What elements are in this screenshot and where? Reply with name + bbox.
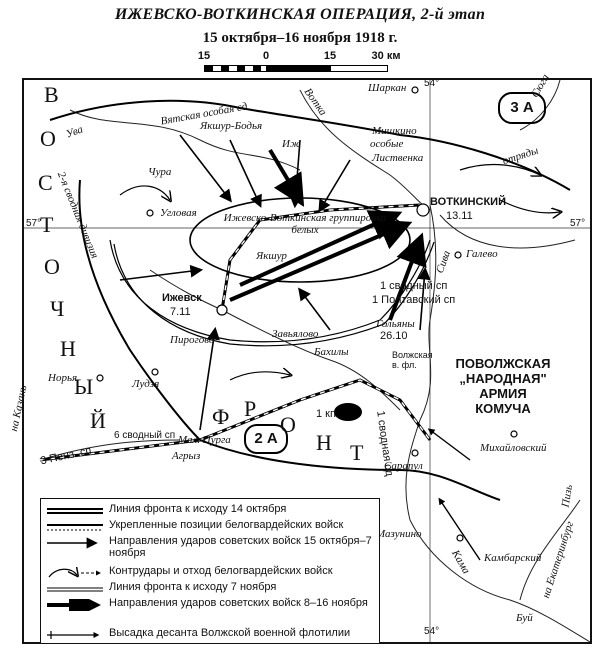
- komuch-line: ПОВОЛЖСКАЯ: [455, 356, 551, 371]
- army-2: 2 А: [244, 424, 288, 454]
- legend-item-strikes2: Направления ударов советских войск 8–16 …: [47, 597, 377, 625]
- map-title: ИЖЕВСКО-ВОТКИНСКАЯ ОПЕРАЦИЯ, 2-й этап: [114, 6, 486, 23]
- front-letter: Н: [60, 336, 78, 361]
- unit-1kp: 1 кп: [316, 408, 336, 420]
- legend-text: Высадка десанта Волжской военной флотили…: [109, 627, 351, 639]
- legend: Линия фронта к исходу 14 октября Укрепле…: [40, 498, 380, 644]
- place-mal-purga: Мал. Пурга: [178, 434, 231, 446]
- legend-symbol-strikes2: [47, 599, 101, 611]
- front-letter: Ы: [74, 374, 96, 399]
- unit-poltavsky: 1 Полтавский сп: [372, 294, 456, 306]
- legend-symbol-strikes1: [47, 537, 98, 549]
- river-buy: Буй: [516, 612, 533, 624]
- place-kambarsky: Камбарский: [484, 552, 542, 564]
- place-mazunino: Мазунино: [376, 528, 422, 540]
- place-zavyalovo: Завьялово: [272, 328, 319, 340]
- front-letter: Р: [244, 396, 259, 421]
- scale-segment: [330, 65, 388, 72]
- place-ludzya: Лудзя: [132, 378, 160, 390]
- unit-svodny-sp-6: 6 сводный сп: [114, 430, 176, 441]
- scale-tick: 30 км: [371, 50, 401, 62]
- legend-symbol-landing: [47, 631, 100, 639]
- front-letter: О: [280, 412, 298, 437]
- legend-text: Направления ударов советских войск 8–16 …: [109, 597, 368, 609]
- legend-text: Линия фронта к исходу 14 октября: [109, 503, 287, 515]
- legend-text: Линия фронта к исходу 7 ноября: [109, 581, 277, 593]
- front-letter: О: [44, 254, 62, 279]
- place-agryz: Агрыз: [172, 450, 201, 462]
- place-yakshur-bodya: Якшур-Бодья: [200, 120, 263, 132]
- scale-tick: 15: [323, 50, 337, 62]
- scale-bar: 15 0 15 30 км: [196, 50, 400, 76]
- place-golyany-date: 26.10: [380, 330, 408, 342]
- town-markers: [96, 86, 518, 542]
- place-uglovaya: Угловая: [160, 207, 197, 219]
- place-sarapul: Сарапул: [384, 460, 423, 472]
- place-golyany: Гольяны: [376, 318, 415, 330]
- legend-text: Направления ударов советских войск 15 ок…: [109, 535, 372, 559]
- place-galevo: Галево: [466, 248, 498, 260]
- front-line-7nov: [109, 239, 435, 347]
- white-counterstrikes: [119, 163, 560, 381]
- front-letter: Ч: [50, 296, 67, 321]
- soviet-strikes-phase2: [229, 148, 427, 321]
- river-izh: Иж: [282, 138, 301, 150]
- legend-text: Контрудары и отход белогвардейских войск: [109, 565, 333, 577]
- place-listvenka: Лиственка: [372, 152, 424, 164]
- front-letter: С: [38, 170, 55, 195]
- front-letter: Й: [90, 408, 108, 433]
- place-sharkan: Шаркан: [368, 82, 407, 94]
- front-letter: О: [40, 126, 58, 151]
- legend-symbol-front7: [47, 587, 103, 592]
- railways: [39, 203, 432, 462]
- legend-text: Укрепленные позиции белогвардейских войс…: [109, 519, 344, 531]
- legend-item-front7: Линия фронта к исходу 7 ноября: [47, 581, 377, 597]
- front-line-14oct: [49, 99, 571, 501]
- legend-item-fortified: Укрепленные позиции белогвардейских войс…: [47, 519, 377, 535]
- legend-item-front14: Линия фронта к исходу 14 октября: [47, 503, 377, 519]
- place-mikhailovsky: Михайловский: [480, 442, 547, 454]
- place-izhevsk: Ижевск: [162, 292, 202, 304]
- lon-bottom: 54°: [424, 626, 440, 637]
- legend-symbol-fortified: [47, 524, 103, 531]
- unit-osobye: особые: [370, 138, 404, 150]
- scale-tick: 0: [262, 50, 270, 62]
- place-bakhily: Бахилы: [314, 346, 349, 358]
- place-norya: Норья: [48, 372, 78, 384]
- legend-item-counter: Контрудары и отход белогвардейских войск: [47, 565, 377, 581]
- komuch-line: КОМУЧА: [475, 401, 531, 416]
- legend-item-landing: Высадка десанта Волжской военной флотили…: [47, 627, 377, 643]
- place-chura: Чура: [148, 166, 172, 178]
- legend-symbol-front14: [47, 508, 103, 514]
- front-letter: Ф: [212, 404, 232, 429]
- komuch-line: „НАРОДНАЯ": [459, 371, 547, 386]
- cavalry-unit-shape: [334, 403, 362, 421]
- komuch-line: АРМИЯ: [479, 386, 527, 401]
- flotilla-landing: [427, 428, 481, 561]
- army-komuch: ПОВОЛЖСКАЯ „НАРОДНАЯ" АРМИЯ КОМУЧА: [438, 356, 568, 416]
- front-letter: Т: [40, 212, 56, 237]
- lat-left: 57°: [26, 218, 42, 229]
- place-pirogovo: Пирогово: [170, 334, 215, 346]
- legend-symbol-counter: [48, 567, 101, 579]
- legend-item-strikes1: Направления ударов советских войск 15 ок…: [47, 535, 377, 563]
- place-izhevsk-date: 7.11: [170, 306, 191, 318]
- place-mishkino: Мишкино: [372, 125, 417, 137]
- unit-volzh-flotilla: Волжская в. фл.: [392, 350, 433, 370]
- unit-white-grouping: Ижевско-Воткинская группировка белых: [223, 212, 387, 236]
- place-votkinsk-date: 13.11: [446, 210, 473, 222]
- lon-top: 54°: [424, 78, 440, 89]
- place-votkinsk: ВОТКИНСКИЙ: [430, 196, 506, 208]
- army-3: 3 А: [498, 92, 546, 124]
- lat-right: 57°: [570, 218, 586, 229]
- front-letter: Т: [350, 440, 366, 465]
- place-yakshur: Якшур: [256, 250, 287, 262]
- scale-tick: 15: [197, 50, 211, 62]
- unit-svodny-sp: 1 сводный сп: [380, 280, 448, 292]
- front-letter: В: [44, 82, 61, 107]
- map-subtitle: 15 октября–16 ноября 1918 г.: [202, 30, 398, 46]
- front-letter: Н: [316, 430, 334, 455]
